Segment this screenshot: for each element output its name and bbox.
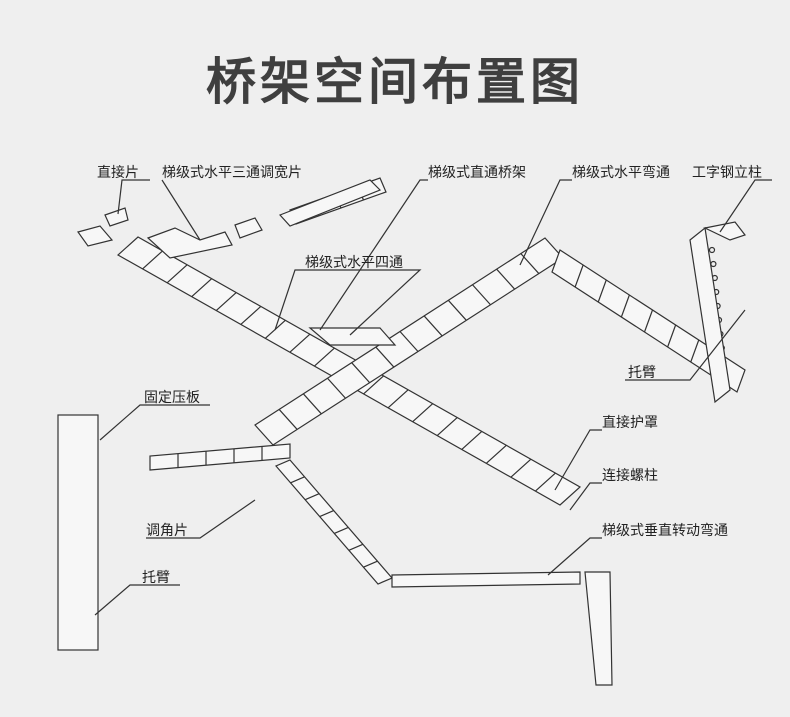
ladder-rung: [643, 309, 654, 333]
label-straight-cover: 直接护罩: [602, 415, 658, 431]
ladder-rung: [423, 315, 443, 337]
reducer-piece: [234, 217, 263, 239]
label-i-beam-column: 工字钢立柱: [692, 165, 762, 181]
ladder-rung: [485, 444, 507, 464]
i-beam-column: [689, 226, 731, 404]
straight-connector-piece: [104, 207, 129, 227]
ladder-rung: [375, 346, 395, 368]
ladder-rung: [191, 278, 213, 298]
label-horizontal-tee-reducer: 梯级式水平三通调宽片: [162, 165, 302, 181]
ladder-rung: [319, 510, 334, 518]
label-horizontal-cross: 梯级式水平四通: [305, 255, 403, 271]
ladder-rung: [142, 250, 163, 270]
ladder-rung: [289, 333, 311, 353]
ladder-rung: [412, 403, 434, 423]
fittings: [57, 179, 746, 686]
ladder-rung: [535, 472, 556, 492]
ladder-rung: [436, 417, 458, 437]
tee-reducer-piece: [146, 227, 233, 259]
ladder-rung: [302, 393, 322, 415]
ladder-rung: [620, 294, 630, 318]
vertical-drop: [584, 571, 613, 686]
label-bracket-left: 托臂: [142, 570, 170, 586]
column-hole: [710, 260, 717, 268]
ladder-rung: [278, 409, 298, 430]
page-title: 桥架空间布置图: [206, 53, 584, 111]
ladder-rung: [363, 375, 384, 395]
ladder-rung: [166, 264, 188, 284]
ladder-rung: [461, 430, 483, 450]
ladder-rung: [387, 389, 409, 409]
ladder-rung: [327, 377, 346, 399]
label-horizontal-bend: 梯级式水平弯通: [572, 165, 670, 181]
ladder-rung: [348, 543, 364, 551]
label-angle-connector: 调角片: [146, 523, 188, 539]
label-bracket-right: 托臂: [628, 365, 656, 381]
straight-tray-piece: [278, 179, 382, 227]
label-vertical-bend: 梯级式垂直转动弯通: [602, 523, 728, 539]
ladder-rung: [472, 284, 491, 306]
ladder-rung: [240, 305, 262, 325]
ladder-rung: [215, 292, 237, 312]
ladder-rung: [304, 493, 320, 501]
ladder-rung: [351, 362, 371, 384]
ladder-rung: [334, 526, 349, 534]
ladder-segment: [149, 443, 291, 471]
ladder-rung: [290, 476, 305, 484]
ladder-rung: [496, 268, 516, 290]
ladder-rung: [667, 324, 677, 348]
ladder-rung: [399, 331, 419, 352]
leader-lines: [94, 179, 772, 616]
ladder-rung: [447, 299, 467, 321]
label-straight-connector: 直接片: [97, 165, 139, 181]
label-connecting-bolt: 连接螺柱: [602, 468, 658, 484]
ladder-rung: [574, 264, 584, 288]
ladder-segment: [391, 571, 581, 588]
ladder-rung: [510, 458, 532, 478]
ladder-rung: [314, 347, 335, 367]
vertical-ladder-rail: [57, 414, 99, 651]
label-fixing-clamp: 固定压板: [144, 390, 200, 406]
straight-connector-piece: [77, 225, 114, 247]
ladder-rung: [597, 279, 607, 303]
ladder-rung: [363, 560, 378, 568]
label-straight-tray: 梯级式直通桥架: [428, 165, 526, 181]
ladder-rung: [690, 339, 700, 363]
ladder-segment: [275, 459, 393, 585]
column-hole: [708, 246, 716, 254]
